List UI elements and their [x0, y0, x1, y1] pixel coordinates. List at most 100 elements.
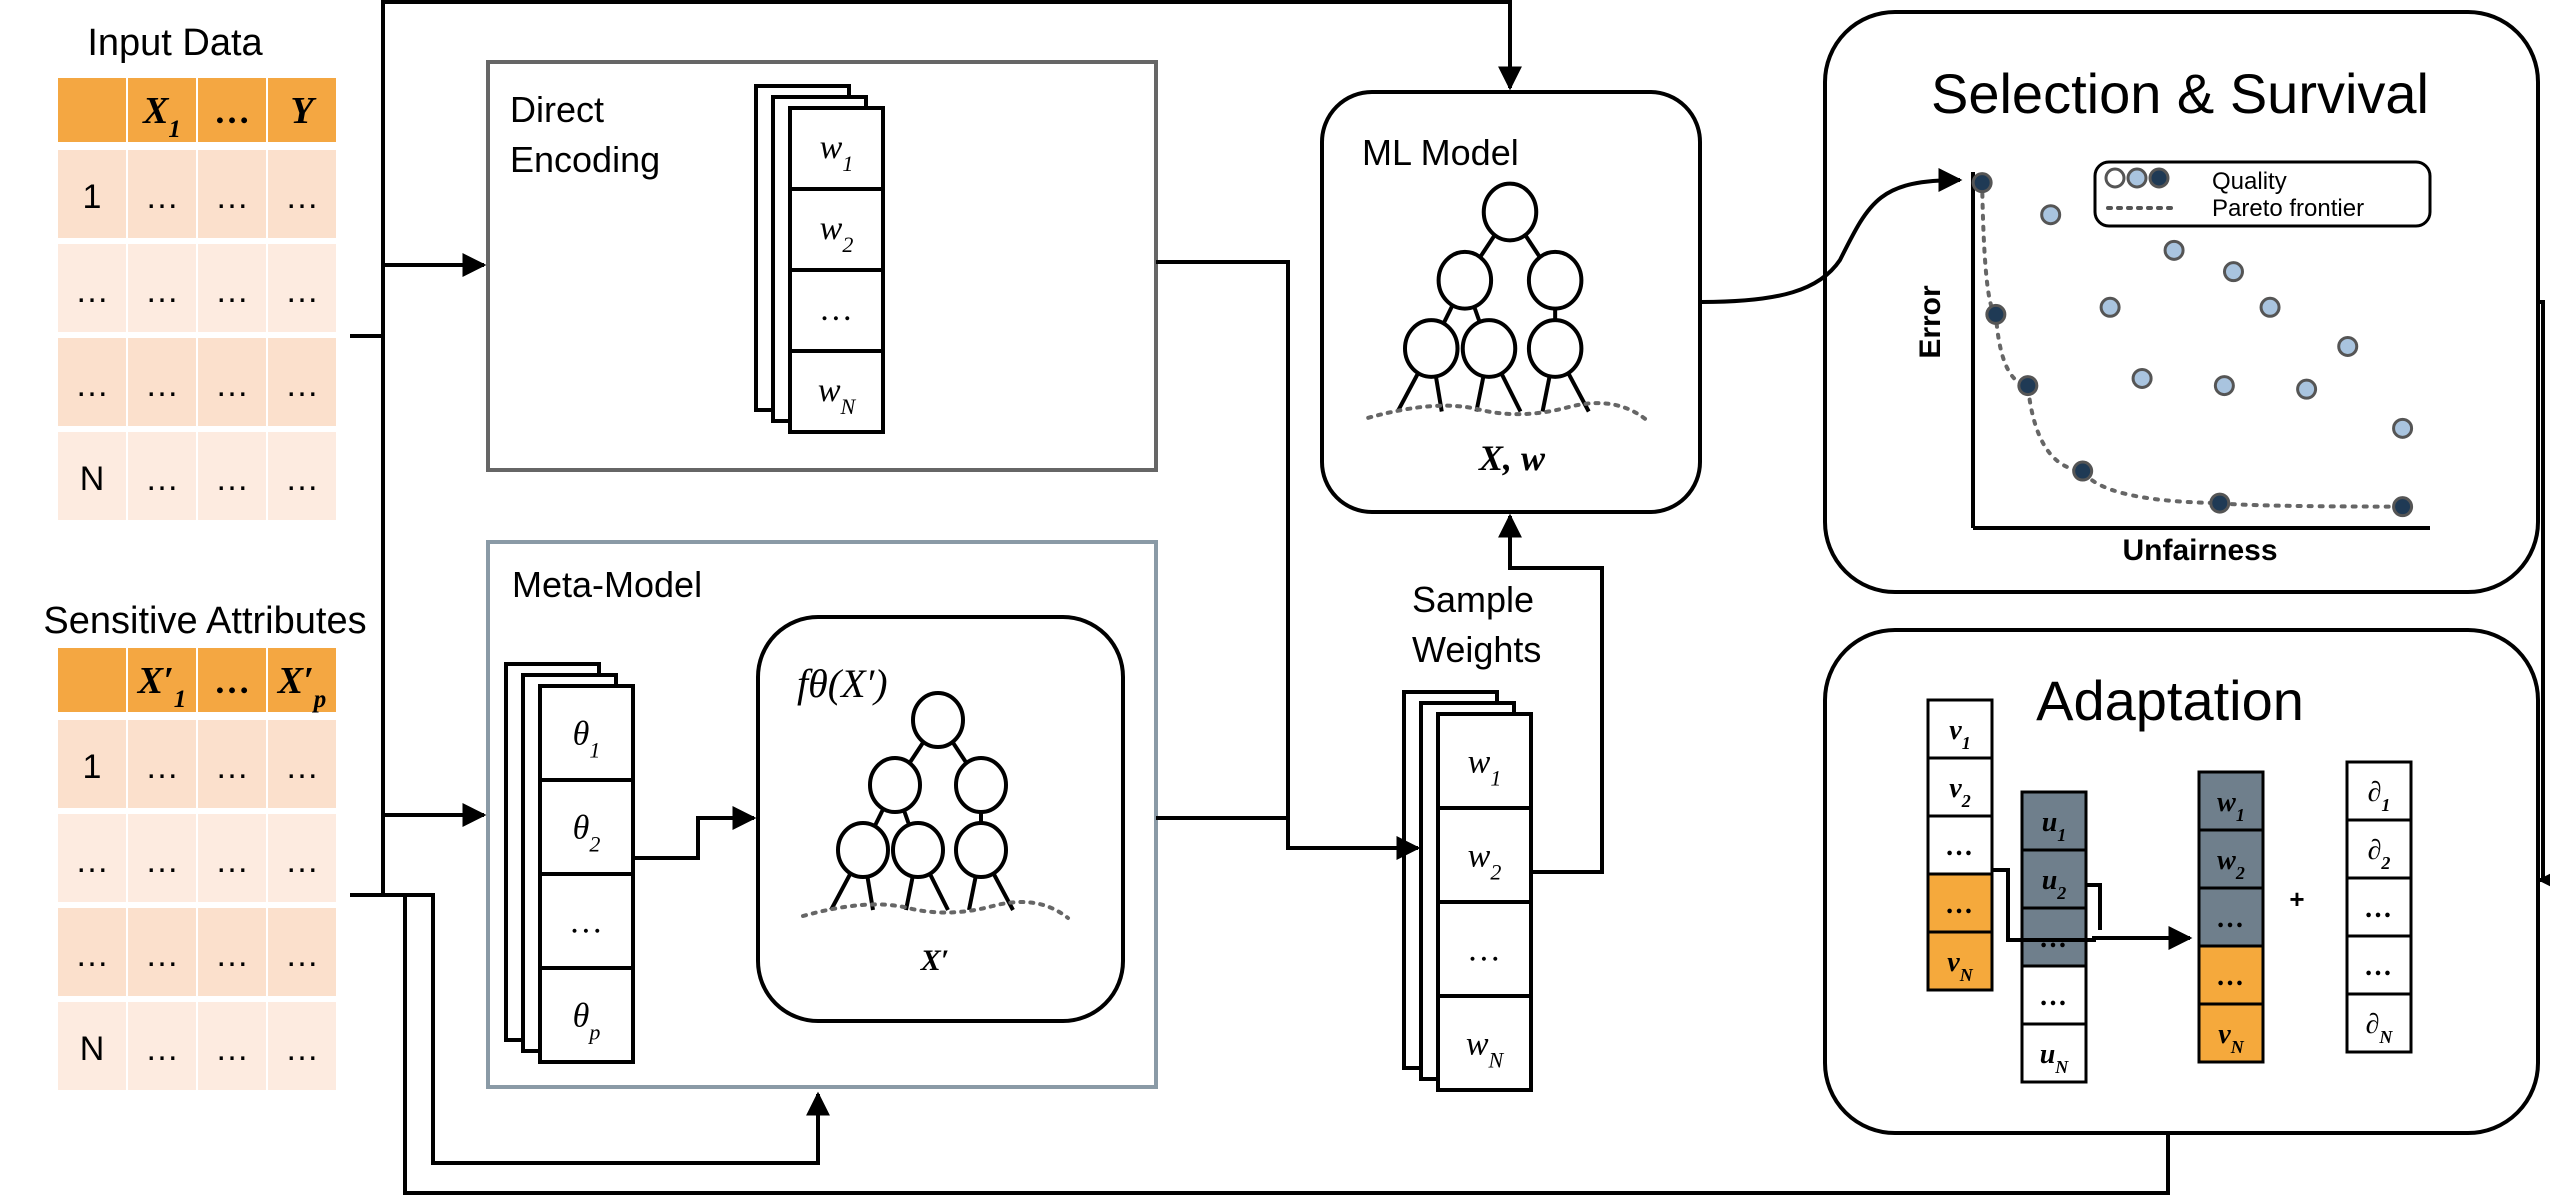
- meta-model-param-cell-label: θp: [573, 997, 601, 1044]
- connector-u: [2086, 883, 2102, 930]
- pareto-point: [2209, 492, 2231, 514]
- table-cell-value: …: [285, 1030, 319, 1068]
- tree-node: [891, 821, 945, 879]
- table-cell-value: …: [75, 936, 109, 974]
- adaptation-v-cell-label: vN: [1947, 947, 1973, 985]
- table-cell: [58, 432, 126, 520]
- pareto-point: [1971, 172, 1993, 194]
- adaptation-d-cell: [2345, 818, 2413, 880]
- adaptation-title: Adaptation: [2036, 669, 2304, 732]
- table-cell-value: …: [215, 1030, 249, 1068]
- pareto-point: [2392, 496, 2414, 518]
- table-cell: [128, 244, 196, 332]
- adaptation-d-cell: [2345, 992, 2413, 1054]
- arrow-weights-to-ml-model: [1498, 513, 1604, 874]
- direct-encoding-title: Direct: [510, 89, 604, 130]
- arrow-ml-model-to-selection: [1701, 168, 1963, 304]
- adaptation-u-cell: [2020, 906, 2088, 968]
- quality-point: [2099, 296, 2121, 318]
- direct-encoding-cell-label: w1: [820, 129, 854, 176]
- sensitive-attributes-title: Sensitive Attributes: [43, 600, 366, 642]
- input-data-table: Input Data X1…Y1……………………………N………: [58, 22, 336, 520]
- meta-model-param-cell: [538, 966, 635, 1064]
- sample-weight-cell: [1436, 994, 1533, 1092]
- table-header-label: …: [214, 661, 250, 701]
- sample-weights-title-2: Weights: [1412, 629, 1541, 670]
- legend-marker: [2104, 167, 2126, 189]
- meta-model-param-cell-label: θ2: [573, 809, 601, 856]
- table-header-label: X1: [142, 90, 181, 143]
- adaptation-v-cell: [1926, 930, 1994, 992]
- direct-encoding-cell: [788, 349, 885, 434]
- table-cell-value: …: [145, 1030, 179, 1068]
- direct-encoding-cell-label: w2: [820, 210, 854, 257]
- direct-encoding-cell-label: wN: [818, 372, 857, 419]
- adaptation-v-cell: [1926, 872, 1994, 934]
- table-cell-value: …: [145, 748, 179, 786]
- table-cell: [268, 908, 336, 996]
- arrow-adaptation-feedback: [403, 895, 2170, 1195]
- table-header-cell: [58, 648, 126, 712]
- tree-node: [1436, 249, 1494, 311]
- table-header-cell: [198, 648, 266, 712]
- arrow-sensitive-to-function: [383, 893, 830, 1165]
- direct-encoding-box: Direct Encoding w1 w2 … wN: [486, 60, 1158, 472]
- meta-model-input-label: X′: [920, 944, 949, 977]
- tree-dotted-line: [1366, 401, 1649, 422]
- table-cell: [198, 432, 266, 520]
- table-cell: [268, 432, 336, 520]
- table-cell-value: …: [75, 272, 109, 310]
- sample-weight-cell: [1436, 900, 1533, 998]
- ml-model-title: ML Model: [1362, 132, 1519, 173]
- quality-point: [2392, 417, 2414, 439]
- meta-model-function-box: [756, 615, 1125, 1023]
- adaptation-v-cell-label: v1: [1949, 715, 1970, 753]
- adaptation-plus: +: [2289, 884, 2304, 914]
- sample-weights-title: Sample: [1412, 579, 1534, 620]
- table-cell: [58, 720, 126, 808]
- ml-model-tree: [1366, 181, 1649, 422]
- adaptation-u-cell: [2020, 848, 2088, 910]
- table-cell-value: …: [285, 366, 319, 404]
- quality-point: [2131, 367, 2153, 389]
- arrow-u-to-w: [1992, 868, 2193, 950]
- table-cell: [128, 720, 196, 808]
- table-cell-value: …: [145, 366, 179, 404]
- tree-node: [1403, 318, 1460, 379]
- selection-survival-title: Selection & Survival: [1931, 62, 2429, 125]
- tree-node: [911, 691, 965, 749]
- direct-encoding-cell-label: …: [821, 291, 851, 328]
- adaptation-w-cell: [2197, 886, 2265, 948]
- adaptation-d-cell: [2345, 934, 2413, 996]
- direct-encoding-title-2: Encoding: [510, 139, 660, 180]
- quality-point: [2337, 335, 2359, 357]
- adaptation-d-cell-label: …: [2365, 951, 2393, 982]
- ml-model-box: ML Model X, w: [1320, 90, 1702, 514]
- table-header-cell: [128, 78, 196, 142]
- adaptation-d-cell: [2345, 760, 2413, 822]
- chart-y-axis-label: Error: [1914, 285, 1947, 359]
- meta-model-tree: [801, 691, 1070, 920]
- table-cell-value: …: [145, 178, 179, 216]
- legend-pareto-frontier: Pareto frontier: [2212, 195, 2364, 222]
- table-cell: [268, 1002, 336, 1090]
- adaptation-u-cell: [2020, 1022, 2088, 1084]
- table-header-cell: [58, 78, 126, 142]
- table-cell: [128, 338, 196, 426]
- pareto-point: [2017, 375, 2039, 397]
- tree-node: [954, 756, 1008, 814]
- table-cell: [58, 338, 126, 426]
- table-cell: [198, 814, 266, 902]
- adaptation-d-cell-label: …: [2365, 893, 2393, 924]
- table-cell-value: …: [145, 936, 179, 974]
- table-cell: [198, 720, 266, 808]
- adaptation-u-cell-label: uN: [2040, 1039, 2070, 1077]
- sample-weight-cell: [1436, 806, 1533, 904]
- arrow-selection-to-adaptation: [2537, 300, 2550, 892]
- tree-node: [836, 821, 890, 879]
- table-cell-value: …: [215, 460, 249, 498]
- table-header-label: …: [214, 91, 250, 131]
- table-cell-value: …: [145, 272, 179, 310]
